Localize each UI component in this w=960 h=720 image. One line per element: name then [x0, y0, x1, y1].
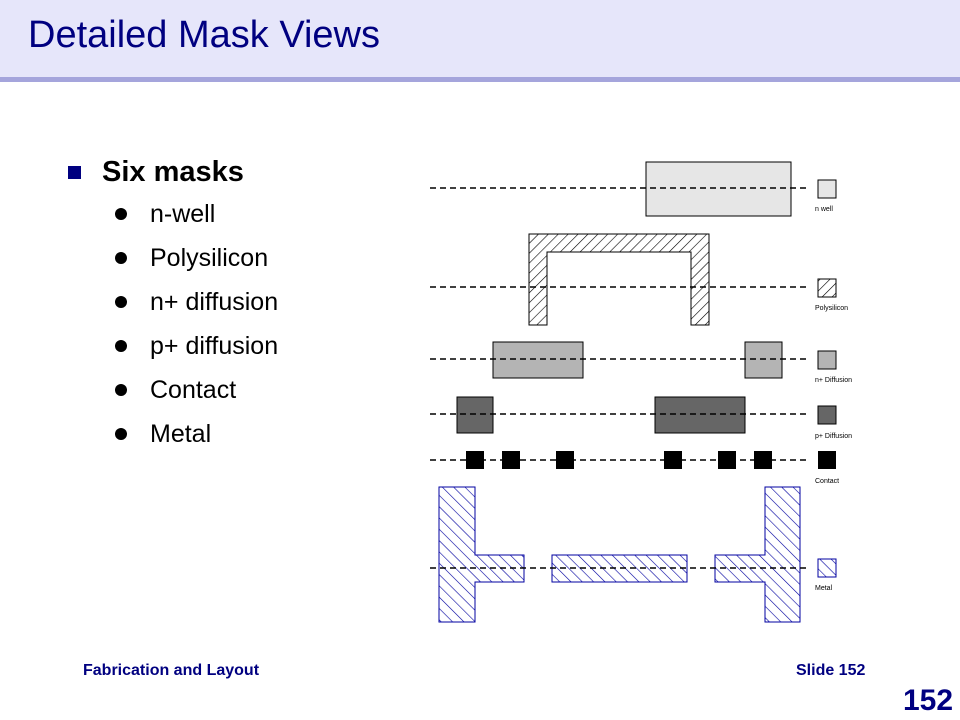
sub-bullet-contact: Contact	[115, 368, 278, 412]
square-bullet-icon	[68, 165, 81, 179]
contact-square	[466, 451, 484, 469]
contact-square	[664, 451, 682, 469]
contact-square	[556, 451, 574, 469]
dot-bullet-icon	[115, 208, 127, 220]
pdiff-rect-left	[456, 396, 494, 434]
main-bullet-label: Six masks	[102, 155, 244, 188]
dot-bullet-icon	[115, 428, 127, 440]
legend-poly-swatch	[817, 278, 837, 298]
title-bar: Detailed Mask Views	[0, 0, 960, 82]
sub-bullet-ndiff: n+ diffusion	[115, 280, 278, 324]
sub-bullet-label: Metal	[150, 419, 212, 448]
legend-nwell-label: n well	[815, 206, 833, 213]
legend-ndiff-swatch	[817, 350, 837, 370]
sub-bullet-label: Polysilicon	[150, 243, 269, 272]
dot-bullet-icon	[115, 296, 127, 308]
legend-metal-swatch	[817, 558, 837, 578]
ndiff-rect-right	[744, 341, 783, 379]
bullet-list: Six masks n-well Polysilicon n+ diffusio…	[68, 152, 278, 456]
slide-title: Detailed Mask Views	[28, 14, 381, 56]
legend-contact-label: Contact	[815, 478, 839, 485]
dot-bullet-icon	[115, 340, 127, 352]
legend-metal-label: Metal	[815, 585, 833, 592]
sub-bullet-metal: Metal	[115, 412, 278, 456]
sub-bullet-polysilicon: Polysilicon	[115, 236, 278, 280]
sub-bullet-pdiff: p+ diffusion	[115, 324, 278, 368]
sub-bullet-label: n-well	[150, 199, 216, 228]
contact-square	[502, 451, 520, 469]
sub-bullet-label: n+ diffusion	[150, 287, 279, 316]
legend-pdiff-label: p+ Diffusion	[815, 433, 852, 440]
poly-gate-shape	[528, 233, 710, 326]
metal-left-shape	[438, 486, 525, 623]
sub-bullet-label: Contact	[150, 375, 237, 404]
sub-bullet-nwell: n-well	[115, 192, 278, 236]
footer-course-title: Fabrication and Layout	[83, 662, 260, 679]
dot-bullet-icon	[115, 252, 127, 264]
legend-contact-swatch	[818, 451, 836, 469]
footer-slide-label: Slide 152	[796, 662, 866, 679]
main-bullet: Six masks	[68, 152, 278, 192]
legend-pdiff-swatch	[817, 405, 837, 425]
pdiff-rect-right	[654, 396, 746, 434]
sub-bullet-label: p+ diffusion	[150, 331, 279, 360]
legend-nwell-swatch	[817, 179, 837, 199]
sub-bullet-list: n-well Polysilicon n+ diffusion p+ diffu…	[115, 192, 278, 456]
legend-poly-label: Polysilicon	[815, 305, 848, 312]
metal-right-shape	[714, 486, 801, 623]
nwell-rect	[645, 161, 792, 217]
page-number: 152	[903, 684, 954, 717]
legend-ndiff-label: n+ Diffusion	[815, 377, 852, 384]
ndiff-rect-left	[492, 341, 584, 379]
contact-square	[754, 451, 772, 469]
dot-bullet-icon	[115, 384, 127, 396]
contact-square	[718, 451, 736, 469]
